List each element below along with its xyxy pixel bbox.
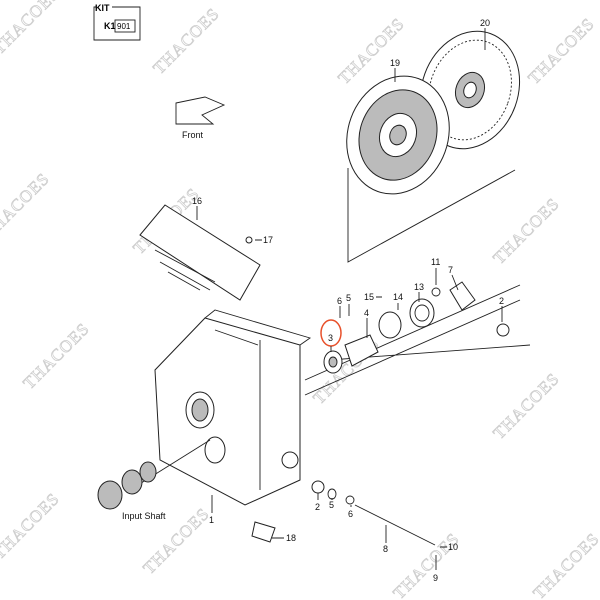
input-shaft-label: Input Shaft: [122, 511, 166, 521]
kit-code: K1: [104, 21, 116, 31]
kit-number: 901: [117, 22, 131, 31]
callout-20: 20: [480, 18, 490, 28]
callout-2: 2: [499, 296, 504, 306]
watermark: THACOES: [0, 0, 63, 58]
kit-title: KIT: [95, 3, 110, 13]
callout-6: 6: [337, 296, 342, 306]
callouts: 20 19 16 17 11 7 6 5 15 14 13 4 2 3 1 2 …: [192, 18, 504, 583]
watermark: THACOES: [489, 369, 563, 443]
watermark: THACOES: [0, 169, 53, 243]
callout-16: 16: [192, 196, 202, 206]
callout-3: 3: [328, 333, 333, 343]
callout-4: 4: [364, 308, 369, 318]
callout-17: 17: [263, 235, 273, 245]
watermark: THACOES: [19, 319, 93, 393]
callout-7: 7: [448, 265, 453, 275]
callout-1: 1: [209, 515, 214, 525]
callout-11: 11: [431, 257, 440, 267]
callout-6-lower: 6: [348, 509, 353, 519]
watermark: THACOES: [149, 4, 223, 78]
pressure-plate: [346, 75, 450, 195]
watermark: THACOES: [389, 529, 463, 600]
front-label: Front: [182, 130, 204, 140]
callout-2-lower: 2: [315, 502, 320, 512]
input-shaft: [97, 439, 211, 510]
front-arrow-icon: [175, 96, 226, 125]
callout-9: 9: [433, 573, 438, 583]
callout-5: 5: [346, 293, 351, 303]
clutch-housing: [154, 309, 312, 506]
callout-13: 13: [414, 282, 424, 292]
callout-15: 15: [364, 292, 374, 302]
callout-18: 18: [286, 533, 296, 543]
watermark: THACOES: [524, 14, 598, 88]
watermark: THACOES: [489, 194, 563, 268]
callout-8: 8: [383, 544, 388, 554]
top-cover: [139, 204, 261, 301]
callout-19: 19: [390, 58, 400, 68]
watermark: THACOES: [0, 489, 63, 563]
watermark: THACOES: [529, 529, 600, 600]
callout-10: 10: [448, 542, 458, 552]
kit-box: KIT K1 901: [93, 3, 141, 41]
callout-5-lower: 5: [329, 500, 334, 510]
callout-14: 14: [393, 292, 403, 302]
